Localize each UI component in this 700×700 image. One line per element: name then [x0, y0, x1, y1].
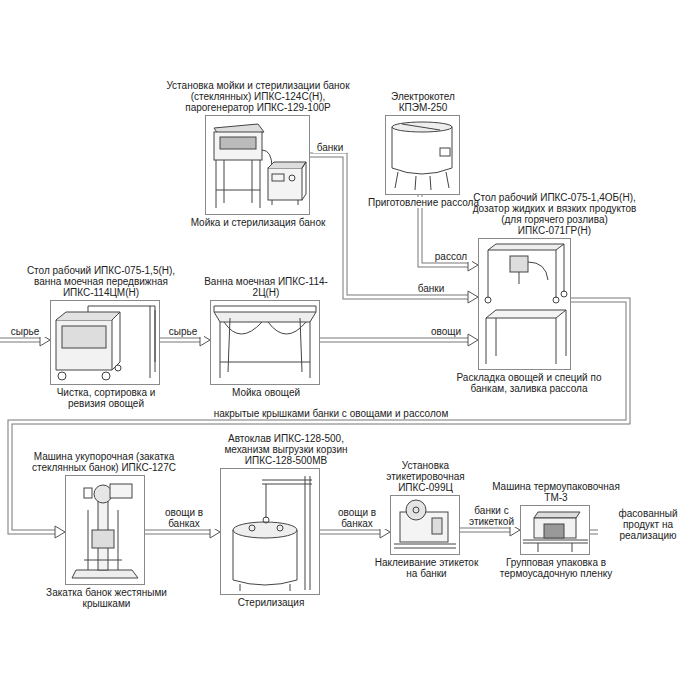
connector-line	[145, 531, 211, 534]
edge-label: овощи в банках	[326, 507, 388, 529]
washer-sketch	[214, 124, 306, 208]
equipment-box: Установка этикетировочная ИПКС-099ЦНакле…	[390, 495, 460, 555]
connector-line	[320, 338, 469, 343]
equipment-name: Машина укупорочная (закатка стеклянных б…	[24, 451, 184, 473]
equipment-name: Ванна моечная ИПКС-114-2Ц(Н)	[201, 276, 331, 298]
edge-label: овощи	[425, 326, 467, 337]
operation-caption: Раскладка овощей и специй по банкам, зал…	[444, 372, 614, 394]
seamer-sketch	[72, 484, 138, 578]
equipment-box: Машина укупорочная (закатка стеклянных б…	[65, 475, 145, 585]
equipment-box: Ванна моечная ИПКС-114-2Ц(Н)Мойка овощей	[210, 300, 320, 385]
connector-line	[10, 300, 628, 532]
kettle-sketch	[392, 122, 452, 190]
equipment-box: Стол рабочий ИПКС-075-1,4ОБ(Н), дозатор …	[478, 238, 571, 370]
connector-line	[310, 155, 469, 297]
operation-caption: Мойка и стерилизация банок	[178, 217, 338, 228]
operation-caption: Закатка банок жестяными крышками	[44, 587, 169, 609]
connector-line	[460, 529, 511, 532]
edge-label: рассол	[430, 251, 472, 262]
equipment-box: Автоклав ИПКС-128-500, механизм выгрузки…	[220, 468, 320, 595]
equipment-name: Автоклав ИПКС-128-500, механизм выгрузки…	[211, 433, 361, 466]
equipment-name: Установка этикетировочная ИПКС-099Ц	[373, 460, 478, 493]
operation-caption: Мойка овощей	[201, 387, 331, 398]
operation-caption: Групповая упаковка в термоусадочную плен…	[493, 557, 619, 579]
connector-line	[460, 528, 511, 533]
edge-label: банки	[400, 283, 462, 294]
flow-label: банки	[313, 142, 347, 153]
equipment-name: Электрокотел КПЭМ-250	[378, 91, 468, 113]
equipment-box: Стол рабочий ИПКС-075-1,5(Н), ванна моеч…	[50, 300, 160, 385]
flow-connector	[10, 300, 628, 538]
flow-label: фасованный продукт на реализацию	[598, 508, 698, 541]
connector-line	[310, 155, 469, 297]
edge-label: банки с этикеткой	[463, 505, 520, 527]
sink-sketch	[214, 306, 316, 378]
arrow-head	[468, 334, 478, 346]
flow-label: сырье	[4, 326, 46, 337]
operation-caption: Наклеивание этикеток на банки	[369, 557, 484, 579]
equipment-box: Электрокотел КПЭМ-250Приготовление рассо…	[385, 115, 460, 195]
equipment-box: Машина термоупаковочная ТМ-3Групповая уп…	[520, 505, 590, 555]
shrink-tunnel-sketch	[523, 512, 588, 552]
doser-table-sketch	[485, 244, 567, 364]
table-cart-sketch	[56, 306, 155, 380]
autoclave-sketch	[233, 476, 312, 591]
connector-line	[160, 339, 201, 342]
operation-caption: Стерилизация	[211, 597, 331, 608]
connector-line	[320, 531, 381, 534]
arrow-head	[468, 291, 478, 303]
equipment-name: Установка мойки и стерилизации банок (ст…	[158, 80, 358, 113]
arrow-head	[55, 526, 65, 538]
equipment-name: Стол рабочий ИПКС-075-1,4ОБ(Н), дозатор …	[467, 192, 642, 236]
equipment-name: Стол рабочий ИПКС-075-1,5(Н), ванна моеч…	[26, 265, 176, 298]
flow-connector	[310, 155, 478, 303]
equipment-name: Машина термоупаковочная ТМ-3	[488, 481, 624, 503]
operation-caption: Чистка, сортировка и ревизия овощей	[46, 387, 166, 409]
connector-line	[145, 530, 211, 535]
connector-line	[320, 530, 381, 535]
edge-label: овощи в банках	[152, 507, 216, 529]
edge-label: сырье	[162, 326, 204, 337]
equipment-box: Установка мойки и стерилизации банок (ст…	[205, 115, 310, 215]
connector-line	[320, 339, 469, 342]
edge-label: накрытые крышками банки с овощами и расс…	[180, 408, 482, 419]
connector-line	[160, 338, 201, 343]
labeler-sketch	[394, 500, 456, 548]
operation-caption: Приготовление рассола	[366, 197, 481, 208]
connector-line	[10, 300, 628, 532]
